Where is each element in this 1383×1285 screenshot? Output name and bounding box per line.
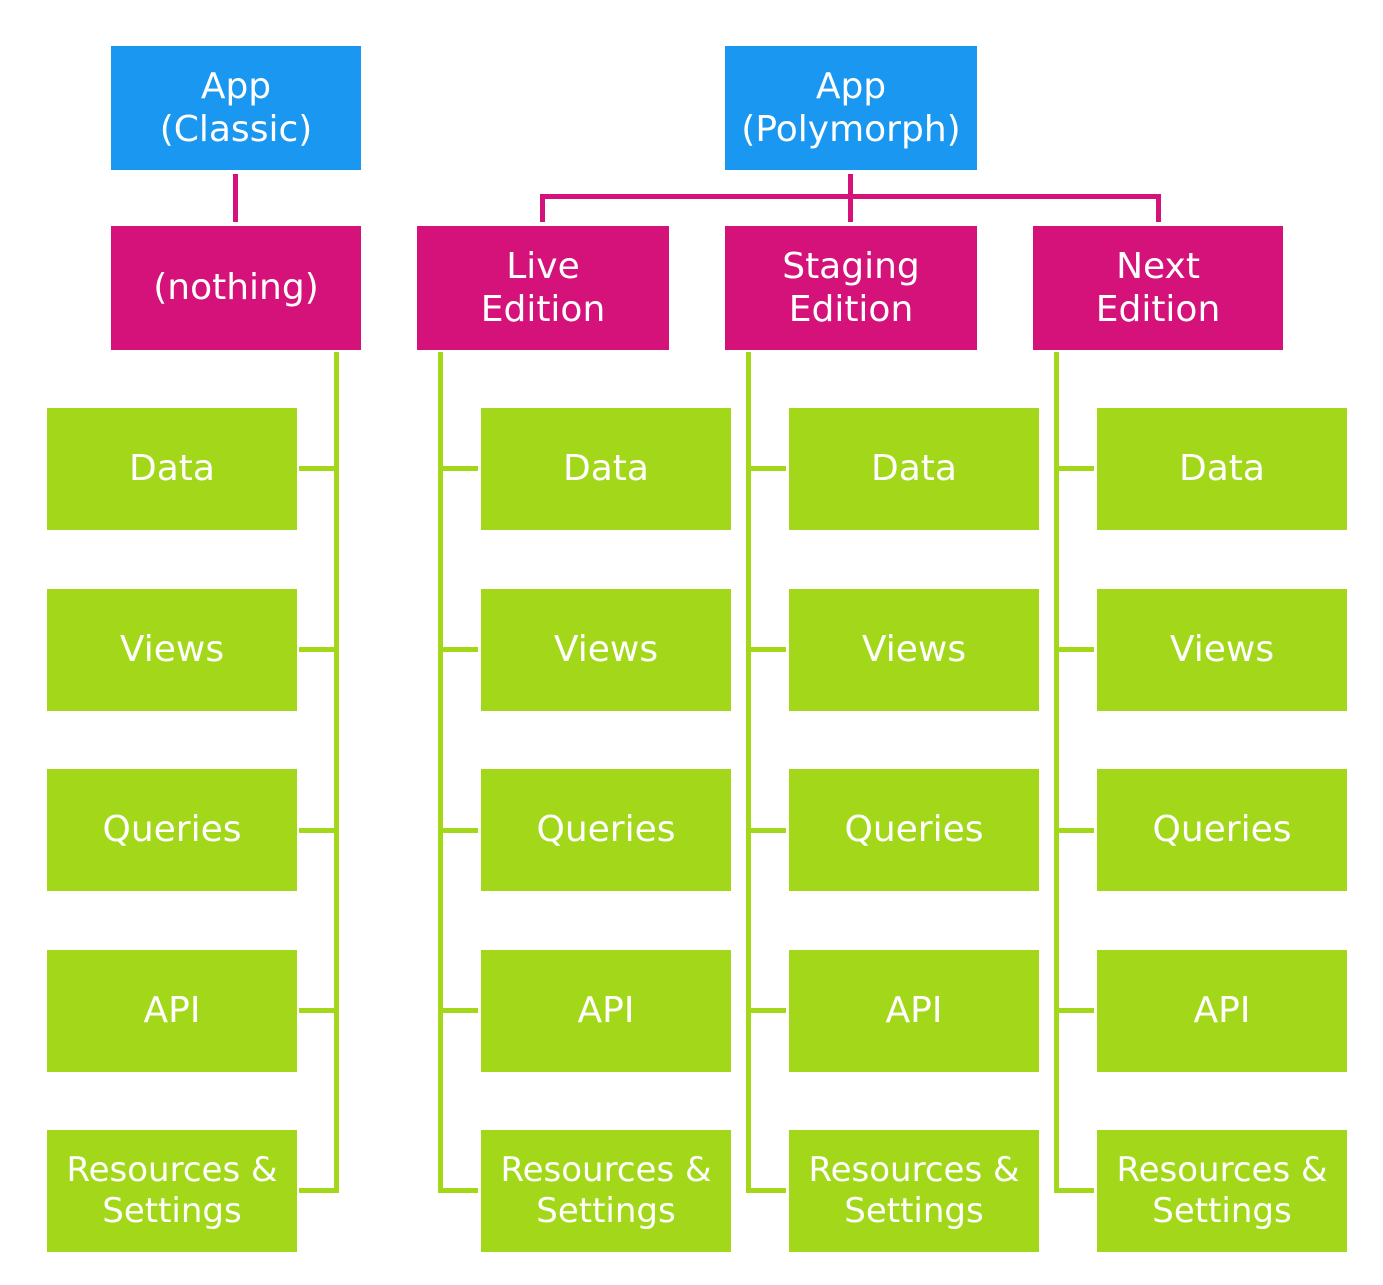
next-branch xyxy=(1054,828,1094,833)
live-branch xyxy=(438,466,478,471)
next-branch xyxy=(1054,1188,1094,1193)
next-views-node: Views xyxy=(1097,589,1347,711)
staging-data-node: Data xyxy=(789,408,1039,530)
live-branch xyxy=(438,1188,478,1193)
polymorph-bus xyxy=(540,194,1161,199)
next-branch xyxy=(1054,647,1094,652)
classic-branch xyxy=(299,1188,339,1193)
live-spine xyxy=(438,352,443,1192)
classic-views-node: Views xyxy=(47,589,297,711)
staging-views-node: Views xyxy=(789,589,1039,711)
staging-branch xyxy=(746,647,786,652)
staging-spine xyxy=(746,352,751,1192)
next-drop xyxy=(1156,194,1161,222)
classic-connector xyxy=(233,174,238,222)
live-branch xyxy=(438,828,478,833)
classic-branch xyxy=(299,647,339,652)
staging-branch xyxy=(746,1008,786,1013)
live-queries-node: Queries xyxy=(481,769,731,891)
next-spine xyxy=(1054,352,1059,1192)
live-branch xyxy=(438,1008,478,1013)
edition-nothing-node: (nothing) xyxy=(111,226,361,350)
classic-branch xyxy=(299,1008,339,1013)
edition-live-node: Live Edition xyxy=(417,226,669,350)
next-api-node: API xyxy=(1097,950,1347,1072)
app-polymorph-node: App (Polymorph) xyxy=(725,46,977,170)
live-drop xyxy=(540,194,545,222)
live-views-node: Views xyxy=(481,589,731,711)
staging-branch xyxy=(746,1188,786,1193)
classic-branch xyxy=(299,466,339,471)
live-branch xyxy=(438,647,478,652)
next-branch xyxy=(1054,1008,1094,1013)
next-resources-settings-node: Resources & Settings xyxy=(1097,1130,1347,1252)
app-classic-node: App (Classic) xyxy=(111,46,361,170)
live-data-node: Data xyxy=(481,408,731,530)
staging-resources-settings-node: Resources & Settings xyxy=(789,1130,1039,1252)
classic-queries-node: Queries xyxy=(47,769,297,891)
live-api-node: API xyxy=(481,950,731,1072)
edition-staging-node: Staging Edition xyxy=(725,226,977,350)
classic-spine xyxy=(334,352,339,1192)
staging-branch xyxy=(746,828,786,833)
live-resources-settings-node: Resources & Settings xyxy=(481,1130,731,1252)
classic-data-node: Data xyxy=(47,408,297,530)
classic-branch xyxy=(299,828,339,833)
staging-api-node: API xyxy=(789,950,1039,1072)
edition-next-node: Next Edition xyxy=(1033,226,1283,350)
classic-resources-settings-node: Resources & Settings xyxy=(47,1130,297,1252)
next-branch xyxy=(1054,466,1094,471)
classic-api-node: API xyxy=(47,950,297,1072)
next-queries-node: Queries xyxy=(1097,769,1347,891)
staging-branch xyxy=(746,466,786,471)
staging-queries-node: Queries xyxy=(789,769,1039,891)
next-data-node: Data xyxy=(1097,408,1347,530)
